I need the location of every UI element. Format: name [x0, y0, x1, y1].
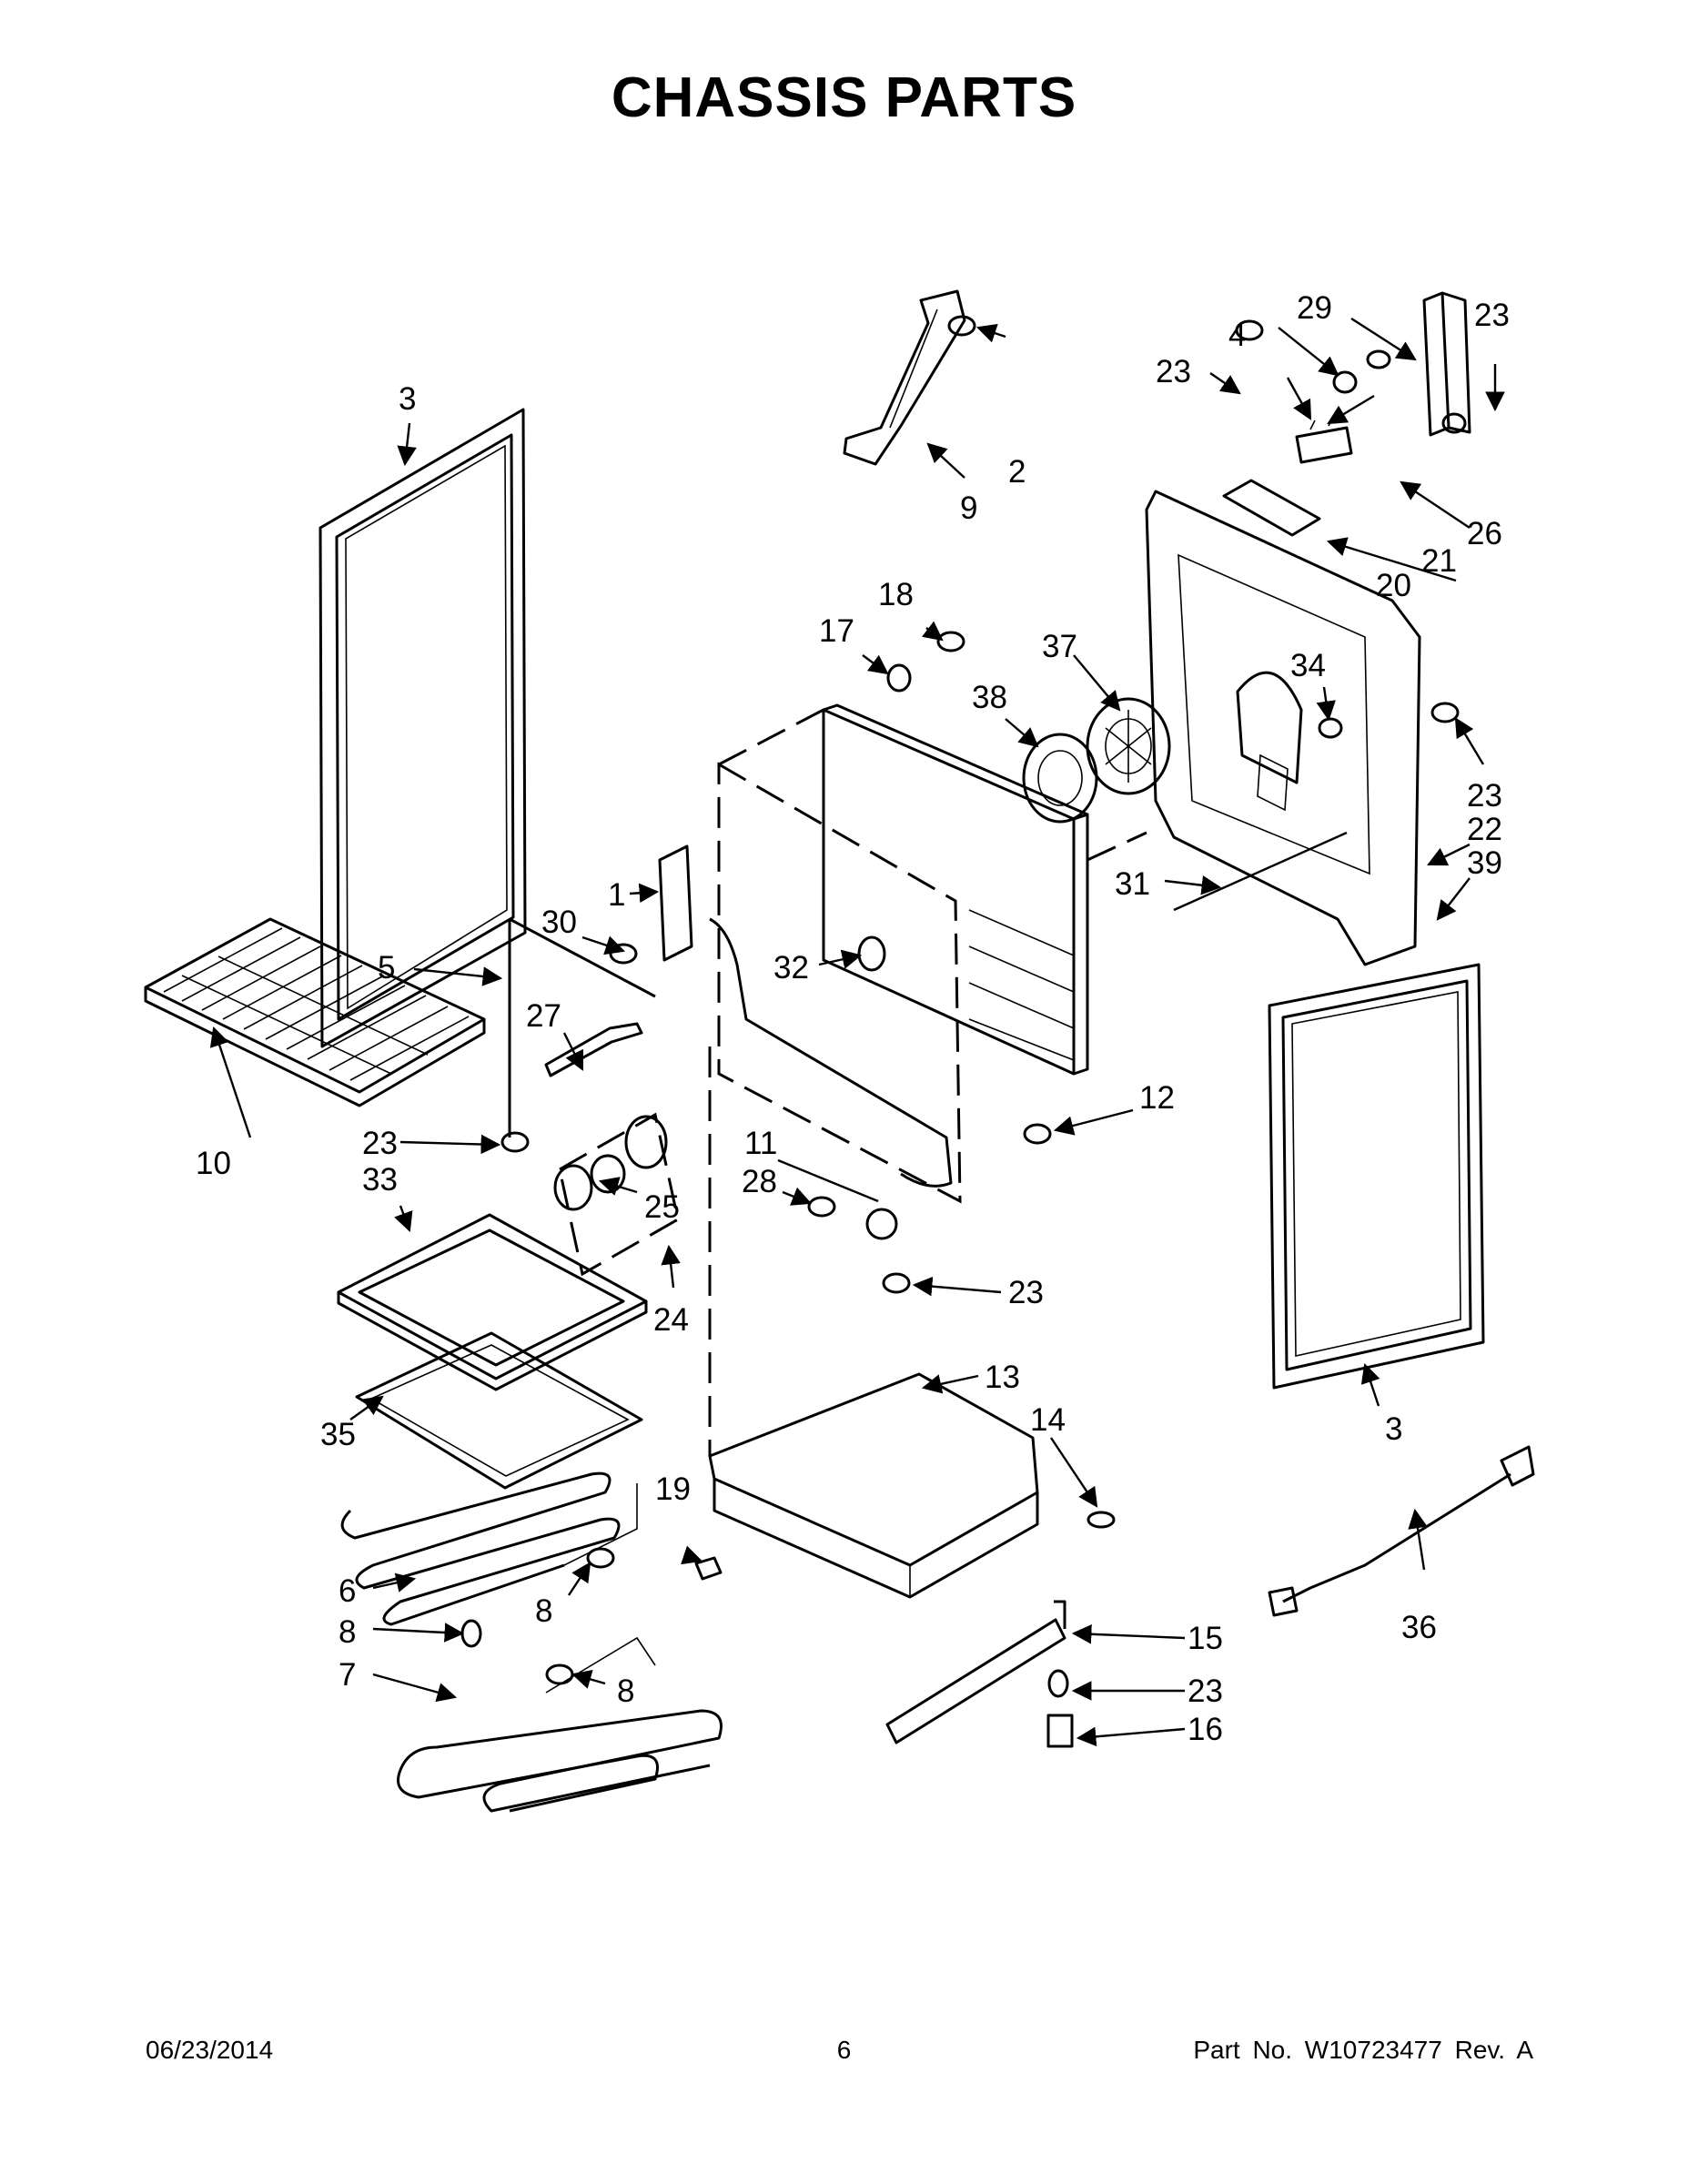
- light-assembly: [553, 1112, 680, 1277]
- storage-drawer: [708, 1046, 1039, 1599]
- broiler-pan: [337, 1213, 648, 1391]
- callout-32: 32: [773, 950, 809, 986]
- leveling-rail: [885, 1600, 1074, 1748]
- callout-10: 10: [196, 1146, 231, 1181]
- callout-7: 7: [339, 1657, 356, 1693]
- callout-23-top-right: 23: [1474, 298, 1510, 333]
- callout-5: 5: [378, 950, 395, 986]
- page-title: CHASSIS PARTS: [611, 66, 1077, 129]
- footer-part-number: Part No. W10723477 Rev. A: [1193, 2036, 1533, 2064]
- callout-3-left: 3: [399, 381, 416, 417]
- callout-19: 19: [655, 1471, 691, 1507]
- side-panel-right: [1268, 963, 1485, 1390]
- callout-23-top: 23: [1156, 354, 1191, 389]
- callout-29: 29: [1297, 290, 1332, 326]
- callout-15: 15: [1188, 1621, 1223, 1656]
- fasteners: [460, 315, 1467, 1698]
- callout-37: 37: [1042, 629, 1077, 664]
- callout-4: 4: [1228, 318, 1246, 353]
- light-socket: [857, 935, 886, 972]
- callout-28: 28: [742, 1164, 777, 1199]
- callout-39: 39: [1467, 845, 1502, 881]
- callout-14: 14: [1030, 1402, 1066, 1438]
- callout-9: 9: [960, 490, 977, 526]
- callout-25: 25: [644, 1189, 680, 1225]
- anti-tip-bracket: [843, 289, 966, 466]
- callout-22: 22: [1467, 812, 1502, 847]
- callout-17: 17: [819, 613, 854, 649]
- footer-page-number: 6: [836, 2036, 852, 2064]
- callout-2: 2: [1008, 454, 1026, 490]
- back-panel: [1087, 490, 1421, 966]
- callout-38: 38: [972, 680, 1007, 715]
- callout-18: 18: [878, 577, 914, 612]
- callout-3-right: 3: [1385, 1411, 1402, 1447]
- callout-23-right: 23: [1467, 778, 1502, 814]
- callout-35: 35: [320, 1417, 356, 1452]
- vertical-bracket: [1422, 291, 1471, 437]
- callout-6: 6: [339, 1573, 356, 1609]
- callout-12: 12: [1139, 1080, 1175, 1116]
- callout-16: 16: [1188, 1712, 1223, 1747]
- callout-33: 33: [362, 1162, 398, 1198]
- callout-36: 36: [1401, 1610, 1437, 1645]
- callout-13: 13: [985, 1360, 1020, 1395]
- oven-rack: [144, 917, 486, 1107]
- door-gasket: [508, 917, 656, 1138]
- callout-30: 30: [541, 905, 577, 940]
- callout-23-bottom: 23: [1188, 1673, 1223, 1709]
- convection-fan: [1022, 697, 1171, 824]
- callout-23-mid-left: 23: [362, 1126, 398, 1161]
- leader-lines: [209, 317, 1505, 1747]
- callout-labels: 3 9 2 4 29 23 23 26 21 20 18 17 37 38 34…: [196, 290, 1510, 1747]
- callout-11: 11: [744, 1126, 777, 1161]
- bake-element: [340, 1471, 638, 1626]
- power-cord: [1268, 1445, 1535, 1617]
- terminal-block: [1222, 416, 1353, 537]
- callout-26: 26: [1467, 516, 1502, 551]
- callout-24: 24: [653, 1302, 689, 1338]
- oven-sensor: [544, 1022, 643, 1077]
- callout-27: 27: [526, 998, 561, 1034]
- footer-date: 06/23/2014: [146, 2036, 274, 2064]
- callout-8-left: 8: [339, 1614, 356, 1650]
- hinge-bracket: [658, 844, 693, 962]
- broiler-grid: [355, 1331, 643, 1490]
- callout-20: 20: [1376, 568, 1411, 603]
- oven-cavity: [709, 703, 1089, 1204]
- callout-31: 31: [1115, 866, 1150, 902]
- callout-1: 1: [608, 877, 625, 913]
- callout-34: 34: [1290, 648, 1326, 683]
- callout-8-mid: 8: [535, 1593, 552, 1629]
- callout-23-mid: 23: [1008, 1275, 1044, 1310]
- side-panel-left: [318, 408, 527, 1048]
- callout-8-lower: 8: [617, 1673, 634, 1709]
- callout-21: 21: [1421, 543, 1457, 579]
